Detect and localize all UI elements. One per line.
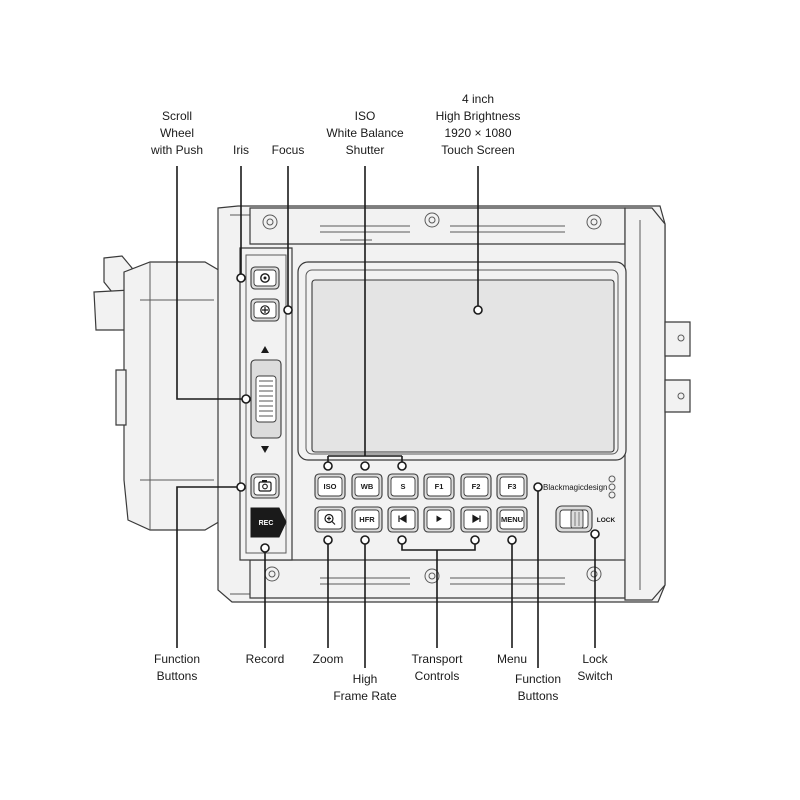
f1-button[interactable]: F1 bbox=[423, 473, 455, 500]
shutter-label: S bbox=[400, 482, 405, 491]
iris-icon bbox=[260, 273, 270, 283]
f2-button[interactable]: F2 bbox=[460, 473, 492, 500]
skip-back-icon bbox=[398, 514, 407, 524]
touch-screen[interactable] bbox=[297, 261, 627, 461]
label-focus: Focus bbox=[271, 143, 305, 157]
iso-label: ISO bbox=[324, 482, 337, 491]
focus-icon bbox=[260, 305, 270, 315]
wb-label: WB bbox=[361, 482, 374, 491]
indicator-lights bbox=[608, 475, 616, 499]
lock-switch[interactable] bbox=[555, 505, 593, 533]
iris-button[interactable] bbox=[250, 266, 280, 290]
skip-forward-button[interactable] bbox=[460, 506, 492, 533]
leader-dots bbox=[236, 273, 600, 553]
arrow-down-icon bbox=[261, 446, 269, 453]
label-menu: Menu bbox=[496, 652, 528, 666]
skip-forward-icon bbox=[472, 514, 481, 524]
label-zoom: Zoom bbox=[312, 652, 344, 666]
leader-lines bbox=[176, 166, 596, 668]
screws bbox=[262, 212, 602, 584]
f2-label: F2 bbox=[472, 482, 481, 491]
label-record: Record bbox=[245, 652, 285, 666]
hfr-button[interactable]: HFR bbox=[351, 506, 383, 533]
play-button[interactable] bbox=[423, 506, 455, 533]
play-icon bbox=[436, 515, 442, 522]
hfr-label: HFR bbox=[359, 515, 375, 524]
skip-back-button[interactable] bbox=[387, 506, 419, 533]
menu-button[interactable]: MENU bbox=[496, 506, 528, 533]
wb-button[interactable]: WB bbox=[351, 473, 383, 500]
shutter-button[interactable]: S bbox=[387, 473, 419, 500]
f1-label: F1 bbox=[435, 482, 444, 491]
scroll-wheel[interactable] bbox=[250, 359, 282, 439]
rec-label: REC bbox=[259, 520, 274, 527]
brand-logo: Blackmagicdesign bbox=[543, 483, 607, 492]
f3-label: F3 bbox=[508, 482, 517, 491]
function-button-camera[interactable] bbox=[250, 473, 280, 499]
arrow-up-icon bbox=[261, 346, 269, 353]
button-row-top: ISO WB S F1 F2 F3 bbox=[314, 473, 528, 500]
menu-label: MENU bbox=[501, 515, 523, 524]
f3-button[interactable]: F3 bbox=[496, 473, 528, 500]
label-iris: Iris bbox=[233, 143, 249, 157]
focus-button[interactable] bbox=[250, 298, 280, 322]
zoom-icon bbox=[324, 513, 336, 525]
lock-label: LOCK bbox=[597, 517, 616, 524]
side-handle bbox=[93, 255, 227, 531]
button-row-bottom: HFR MENU bbox=[314, 506, 528, 533]
rec-button[interactable]: REC bbox=[250, 507, 287, 538]
zoom-button[interactable] bbox=[314, 506, 346, 533]
camera-icon bbox=[258, 480, 272, 492]
iso-button[interactable]: ISO bbox=[314, 473, 346, 500]
